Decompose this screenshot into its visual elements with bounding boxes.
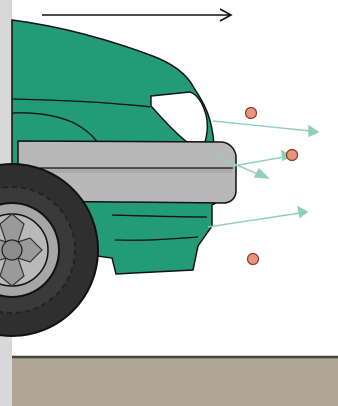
ground xyxy=(12,357,338,406)
particle-2 xyxy=(287,150,298,161)
bumper-stripe xyxy=(24,168,232,173)
particle-1 xyxy=(246,108,257,119)
motion-arrow xyxy=(42,9,231,21)
particle-3 xyxy=(248,254,259,265)
particles xyxy=(246,108,298,265)
particle-arrow-1 xyxy=(213,121,318,136)
particle-arrow-3 xyxy=(233,151,291,166)
particle-arrow-4 xyxy=(208,207,307,227)
